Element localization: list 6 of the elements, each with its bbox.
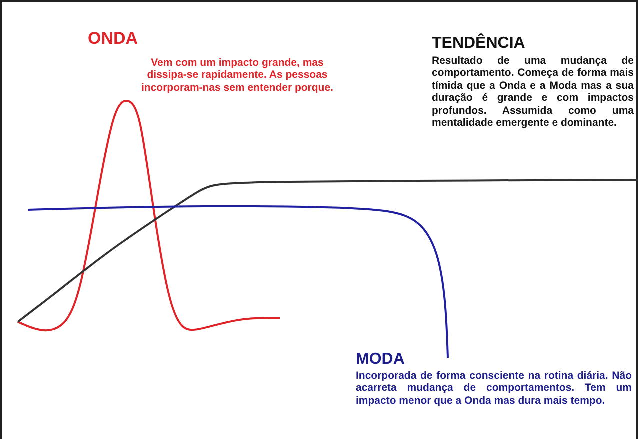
trend-title: TENDÊNCIA xyxy=(432,35,526,53)
wave-title: ONDA xyxy=(88,30,140,49)
fashion-description: Incorporada de forma consciente na rotina diária. Não acarreta mudança de comportamentos. Tem um impacto menor que a Onda mas dura mais tempo. xyxy=(356,370,632,408)
fashion-title: MODA xyxy=(356,351,406,369)
trend-description: Resultado de uma mudança de comportamento. Começa de forma mais tímida que a Onda e a Moda mas a sua duração é grande e com impactos profundos. Assumida como uma mentalidade emergente e dominante. xyxy=(432,55,634,130)
wave-description: Vem com um impacto grande, mas dissipa-se rapidamente. As pessoas incorporam-nas sem entender porque. xyxy=(140,57,334,94)
